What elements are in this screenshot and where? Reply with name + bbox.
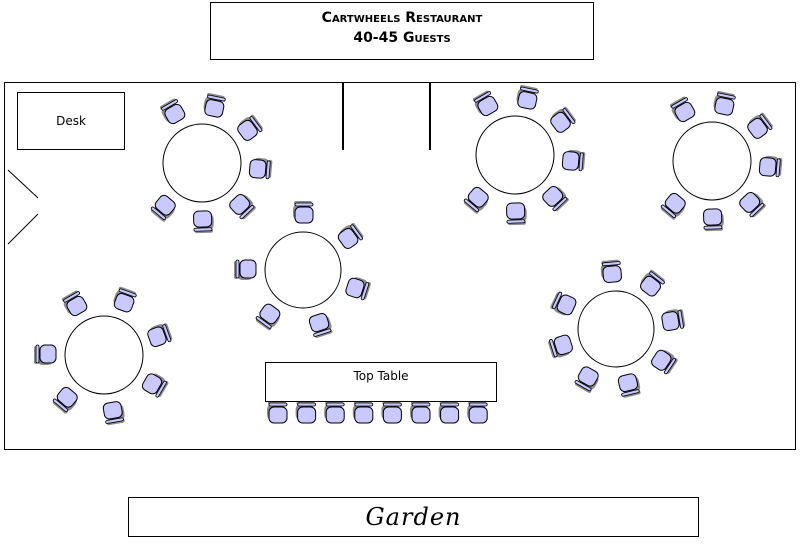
table-6-chair xyxy=(147,323,173,348)
table-5-chair xyxy=(600,259,622,283)
table-2 xyxy=(234,201,371,338)
table-6-chair xyxy=(113,286,137,313)
table-1 xyxy=(150,92,273,234)
table-6-surface xyxy=(64,315,144,395)
table-3-chair xyxy=(542,185,569,212)
table-4-chair xyxy=(703,208,724,232)
table-1-chair xyxy=(193,210,214,234)
top-table-chair xyxy=(324,401,345,424)
table-4-chair xyxy=(739,191,766,218)
table-3-chair xyxy=(506,202,527,226)
table-5-chair xyxy=(661,309,686,332)
table-3-chair xyxy=(472,90,499,117)
top-table-chairs xyxy=(267,401,488,424)
table-4-chair xyxy=(747,112,773,139)
restaurant-name: Cartwheels Restaurant xyxy=(321,10,483,26)
table-1-chair xyxy=(150,194,176,222)
table-6-chair xyxy=(102,401,125,426)
desk: Desk xyxy=(17,92,125,150)
table-3-surface xyxy=(475,115,555,195)
table-5-surface xyxy=(577,290,655,368)
table-4-chair xyxy=(669,96,696,123)
table-5-chair xyxy=(651,349,678,375)
garden: Garden xyxy=(128,497,699,537)
table-4-chair xyxy=(713,90,736,116)
door-lower xyxy=(7,213,39,245)
table-5-chair xyxy=(617,373,641,398)
top-table-chair xyxy=(410,401,431,424)
round-tables xyxy=(34,84,783,426)
table-2-chair xyxy=(345,277,371,301)
door-upper xyxy=(7,169,39,199)
top-table-chair xyxy=(467,401,488,424)
table-2-surface xyxy=(264,231,342,309)
table-1-surface xyxy=(162,123,242,203)
table-5-chair xyxy=(548,334,573,359)
garden-label: Garden xyxy=(365,503,462,531)
top-table-chair xyxy=(295,401,317,424)
table-6-chair xyxy=(34,344,57,365)
table-1-chair xyxy=(237,114,263,141)
table-2-chair xyxy=(255,303,281,331)
table-3-chair xyxy=(561,149,586,172)
table-3-chair xyxy=(550,106,576,133)
table-2-chair xyxy=(337,222,364,249)
table-4-chair xyxy=(758,155,783,178)
table-3-chair xyxy=(516,84,539,110)
table-3-chair xyxy=(463,186,489,214)
table-2-chair xyxy=(308,313,333,338)
top-table: Top Table xyxy=(265,362,497,402)
table-1-chair xyxy=(203,92,226,118)
top-table-chair xyxy=(381,401,402,424)
table-2-chair xyxy=(293,201,314,224)
table-5-chair xyxy=(574,366,599,393)
table-6 xyxy=(34,286,173,426)
table-5-chair xyxy=(550,291,577,316)
guest-count: 40-45 Guests xyxy=(353,30,451,46)
table-4-surface xyxy=(672,121,752,201)
top-table-chair xyxy=(352,401,374,424)
table-6-chair xyxy=(52,386,78,414)
top-table-chair xyxy=(267,401,288,424)
table-1-chair xyxy=(248,157,273,180)
table-6-chair xyxy=(61,290,88,317)
table-3 xyxy=(463,84,586,226)
table-1-chair xyxy=(229,193,256,220)
table-1-chair xyxy=(159,98,186,125)
title-box: Cartwheels Restaurant 40-45 Guests xyxy=(210,2,594,60)
table-4 xyxy=(660,90,783,232)
table-6-chair xyxy=(141,373,169,398)
top-table-label: Top Table xyxy=(353,369,409,383)
desk-label: Desk xyxy=(56,114,86,128)
top-table-chair xyxy=(438,401,460,424)
table-5 xyxy=(548,259,686,398)
table-2-chair xyxy=(234,259,257,280)
walls xyxy=(7,83,431,245)
table-5-chair xyxy=(640,269,665,297)
table-4-chair xyxy=(660,192,686,220)
